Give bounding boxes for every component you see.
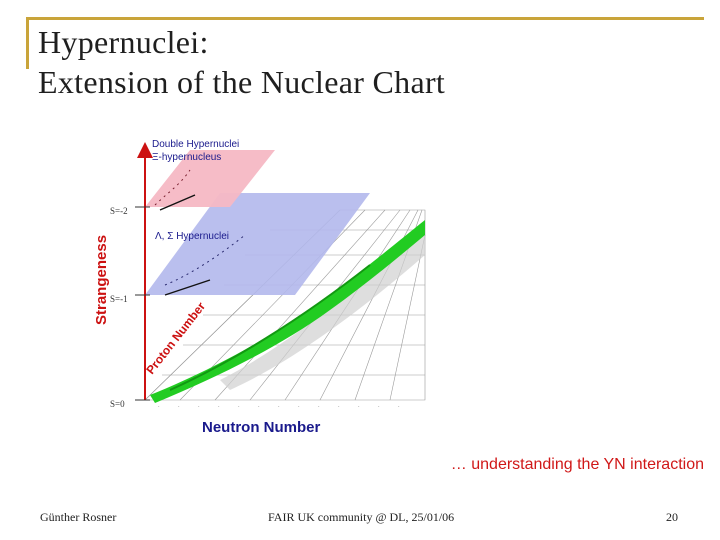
- strangeness-label: Strangeness: [93, 235, 110, 325]
- double-plane-label-1: Double Hypernuclei: [152, 139, 239, 150]
- level-s0-label: S=0: [110, 399, 125, 409]
- grey-band: [220, 230, 425, 390]
- title-line-2: Extension of the Nuclear Chart: [38, 64, 446, 100]
- slide-title: Hypernuclei: Extension of the Nuclear Ch…: [38, 22, 445, 102]
- svg-text:·: ·: [338, 404, 340, 410]
- title-frame-left: [26, 17, 29, 69]
- svg-text:·: ·: [358, 404, 360, 410]
- svg-text:·: ·: [278, 404, 280, 410]
- title-line-1: Hypernuclei:: [38, 24, 209, 60]
- svg-text:·: ·: [398, 404, 400, 410]
- neutron-ticks: · · · · · · · · · · · · ·: [158, 404, 400, 410]
- stable-nuclei-band: [150, 220, 425, 403]
- nuclear-chart-svg: ··· ··· ··· ··· · Strangeness S=-2 S=-1 …: [93, 139, 426, 436]
- double-hypernuclei-plane: [145, 150, 275, 207]
- level-ticks: [135, 206, 150, 401]
- title-frame-top: [26, 17, 704, 20]
- single-plane-label: Λ, Σ Hypernuclei: [155, 231, 229, 242]
- level-s1-label: S=-1: [110, 294, 128, 304]
- svg-text:·: ·: [378, 404, 380, 410]
- single-hypernuclei-plane: [145, 193, 370, 295]
- footer-page-number: 20: [666, 510, 678, 524]
- svg-text:·: ·: [258, 404, 260, 410]
- svg-text:·: ·: [238, 404, 240, 410]
- footer-event: FAIR UK community @ DL, 25/01/06: [268, 510, 455, 524]
- svg-text:·: ·: [218, 404, 220, 410]
- footer-author: Günther Rosner: [40, 510, 117, 524]
- svg-text:·: ·: [298, 404, 300, 410]
- svg-text:·: ·: [198, 404, 200, 410]
- svg-text:·: ·: [318, 404, 320, 410]
- double-plane-label-2: Ξ-hypernucleus: [152, 152, 221, 163]
- svg-text:·: ·: [178, 404, 180, 410]
- svg-text:·: ·: [158, 404, 160, 410]
- pointer-arrows: [159, 194, 211, 296]
- caption-text: … understanding the YN interaction: [450, 456, 704, 473]
- neutron-number-label: Neutron Number: [202, 419, 321, 436]
- proton-number-label: Proton Number: [143, 299, 208, 377]
- nuclear-chart-diagram: ··· ··· ··· ··· · Strangeness S=-2 S=-1 …: [70, 125, 460, 440]
- level-s2-label: S=-2: [110, 206, 128, 216]
